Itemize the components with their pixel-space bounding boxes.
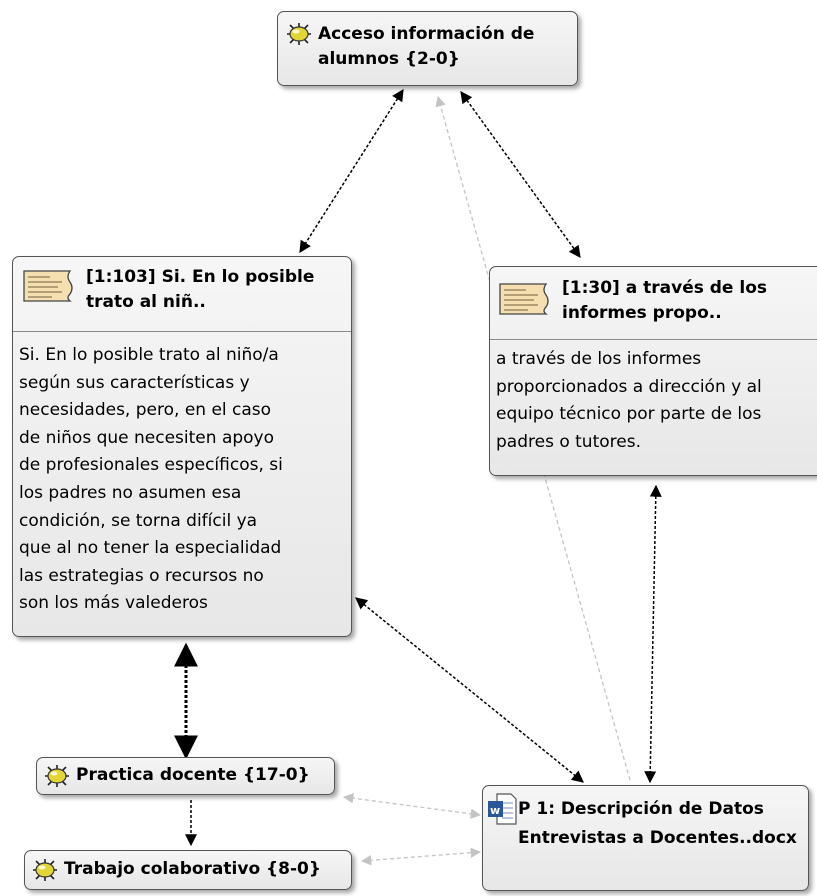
node-acceso-informacion[interactable]: Acceso información de alumnos {2-0}: [277, 11, 578, 86]
node-trabajo-colaborativo[interactable]: Trabajo colaborativo {8-0}: [24, 850, 352, 890]
link-practica-doc: [342, 793, 482, 819]
code-icon: [43, 764, 71, 792]
quotation-text: Si. En lo posible trato al niño/a según …: [19, 345, 283, 614]
code-icon: [31, 858, 59, 886]
node-title: Acceso información de alumnos {2-0}: [318, 24, 535, 69]
link-q103-doc: [355, 597, 584, 783]
node-document-p1[interactable]: w P 1: Descripción de Datos Entrevistas …: [482, 785, 809, 891]
quotation-icon: [22, 269, 76, 307]
link-trabajo-doc: [360, 847, 482, 866]
separator: [490, 339, 817, 340]
link-acceso-q103: [299, 88, 404, 254]
node-title: Practica docente {17-0}: [76, 765, 310, 785]
node-practica-docente[interactable]: Practica docente {17-0}: [36, 757, 335, 795]
node-title: Trabajo colaborativo {8-0}: [64, 859, 321, 879]
word-document-icon: w: [487, 793, 517, 829]
code-icon: [285, 22, 313, 50]
node-title: [1:30] a través de los informes propo..: [562, 278, 768, 323]
svg-text:w: w: [490, 804, 500, 817]
quotation-text: a través de los informes proporcionados …: [496, 349, 762, 452]
node-quotation-1-30[interactable]: [1:30] a través de los informes propo.. …: [489, 266, 817, 476]
node-title: P 1: Descripción de Datos Entrevistas a …: [518, 799, 797, 848]
quotation-icon: [498, 282, 552, 320]
link-acceso-q30: [460, 91, 581, 258]
node-quotation-1-103[interactable]: [1:103] Si. En lo posible trato al niñ..…: [12, 256, 352, 637]
separator: [13, 331, 351, 332]
link-q30-doc: [644, 484, 662, 784]
node-title: [1:103] Si. En lo posible trato al niñ..: [86, 267, 315, 312]
